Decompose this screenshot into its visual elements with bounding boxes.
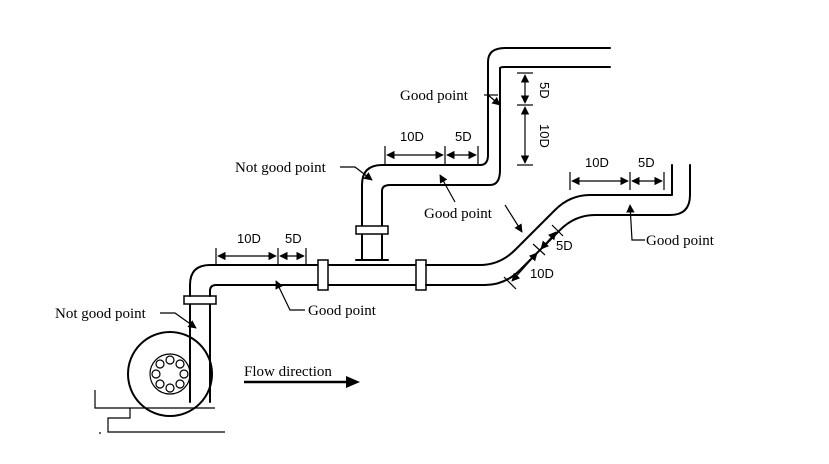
dim-diagonal-10d: 10D xyxy=(530,266,554,281)
dim-lower-5d: 5D xyxy=(285,231,302,246)
pump-flange xyxy=(183,295,217,305)
dim-upper-right-10d: 10D xyxy=(585,155,609,170)
flange-lower-1 xyxy=(317,259,329,291)
flange-lower-2 xyxy=(415,259,427,291)
flange-riser xyxy=(355,225,389,235)
good-point-riser-top: Good point xyxy=(400,88,469,104)
label-good-point-lower: Good point xyxy=(275,280,377,319)
dim-vertical-5d: 5D xyxy=(537,82,552,99)
dim-diagonal-5d: 5D xyxy=(556,238,573,253)
flow-direction-label: Flow direction xyxy=(244,364,332,380)
dim-upper-right-5d: 5D xyxy=(638,155,655,170)
dim-lower-10d: 10D xyxy=(237,231,261,246)
dim-upper: 10D 5D xyxy=(384,129,479,164)
not-good-point-bend: Not good point xyxy=(235,160,327,176)
pump-casing xyxy=(127,331,213,417)
good-point-right: Good point xyxy=(646,233,715,249)
pump-outlet-pipe xyxy=(183,295,217,403)
good-point-mid: Good point xyxy=(424,206,493,222)
pump-impeller xyxy=(149,353,191,395)
label-good-point-riser-top: Good point xyxy=(400,88,501,106)
dim-upper-right: 10D 5D xyxy=(569,155,665,190)
riser-pipe xyxy=(355,47,611,261)
pump-base xyxy=(94,390,225,433)
flow-direction: Flow direction xyxy=(244,364,360,388)
pump xyxy=(94,329,225,434)
lower-horizontal-pipe xyxy=(189,164,691,297)
dim-lower: 10D 5D xyxy=(215,231,307,264)
label-good-point-diagonal xyxy=(504,204,523,233)
dim-diagonal: 5D 10D xyxy=(503,224,573,290)
flow-arrow-icon xyxy=(346,376,360,388)
not-good-point-pump: Not good point xyxy=(55,306,147,322)
good-point-lower: Good point xyxy=(308,303,377,319)
label-good-point-right: Good point xyxy=(626,204,715,249)
dim-upper-5d: 5D xyxy=(455,129,472,144)
dim-upper-10d: 10D xyxy=(400,129,424,144)
dim-vertical: 5D 10D xyxy=(517,72,552,166)
dim-vertical-10d: 10D xyxy=(537,124,552,148)
label-not-good-point-bend: Not good point xyxy=(235,160,373,181)
label-good-point-mid: Good point xyxy=(424,174,493,222)
label-not-good-point-pump: Not good point xyxy=(55,306,197,329)
